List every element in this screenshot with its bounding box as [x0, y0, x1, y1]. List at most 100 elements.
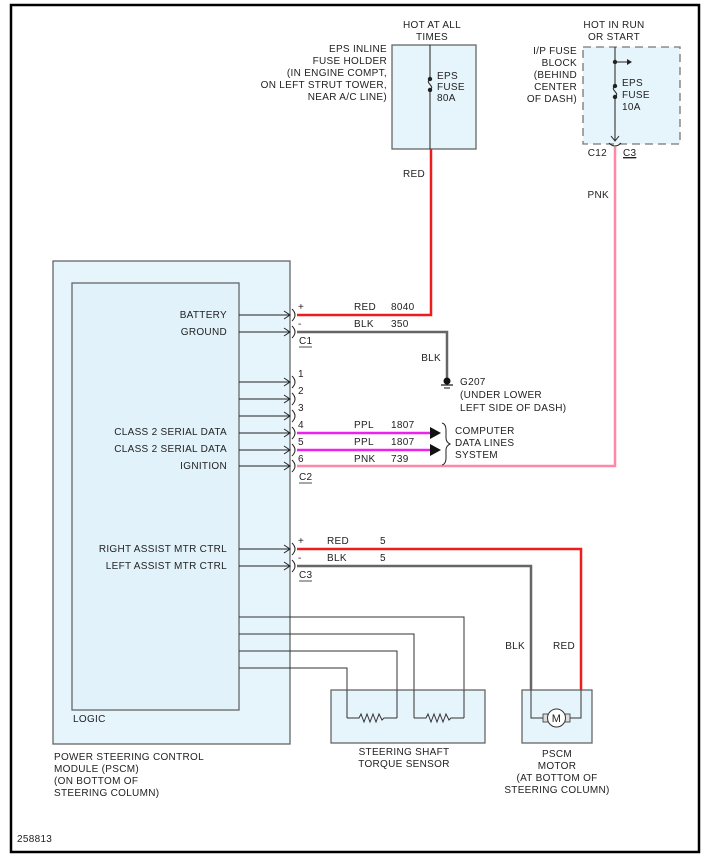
- connector-terminal-icon: [291, 459, 296, 473]
- c3-circuit-blk: 5: [380, 553, 386, 564]
- pscm-motor: M PSCM MOTOR (AT BOTTOM OF STEERING COLU…: [504, 689, 609, 796]
- fuse-10a-label-2: FUSE: [622, 90, 650, 101]
- connector-terminal-icon: [291, 325, 296, 339]
- connector-terminal-icon: [291, 409, 296, 423]
- hot-in-run-line2: OR START: [588, 32, 640, 43]
- c1-pin-plus: +: [298, 302, 304, 313]
- ip-fuse-location-1: I/P FUSE: [533, 46, 577, 57]
- connector-c3-top-label: C3: [623, 148, 637, 159]
- pin-arrow-icon: [283, 461, 291, 471]
- wire-pnk-739: [297, 147, 617, 468]
- torque-sensor: STEERING SHAFT TORQUE SENSOR: [330, 689, 486, 770]
- connector-c12-c3-icon: [608, 142, 622, 147]
- connector-terminal-icon: [291, 392, 296, 406]
- pscm-logic-box: [71, 282, 240, 711]
- pscm-title-2: MODULE (PSCM): [54, 764, 139, 775]
- c1-circuit-350: 350: [391, 319, 409, 330]
- inline-fuse-location-2: FUSE HOLDER: [313, 56, 387, 67]
- pin-label-left-mtr: LEFT ASSIST MTR CTRL: [106, 561, 227, 572]
- pin-arrow-icon: [283, 327, 291, 337]
- c2-pin-5: 5: [298, 437, 304, 448]
- pin-arrow-icon: [283, 544, 291, 554]
- brace-icon: [441, 422, 452, 466]
- c1-pin-minus: -: [298, 319, 302, 330]
- pin-label-ground: GROUND: [181, 327, 227, 338]
- c2-pin-6: 6: [298, 454, 304, 465]
- c3-color-blk: BLK: [327, 553, 347, 564]
- c2-color-5: PPL: [354, 437, 374, 448]
- connector-brackets: [291, 308, 296, 573]
- connector-c2-label: C2: [299, 472, 313, 483]
- pscm-title-3: (ON BOTTOM OF: [54, 776, 138, 787]
- motor-label-2: MOTOR: [538, 761, 577, 772]
- data-arrow-b-icon: [430, 444, 441, 456]
- wire-label-red-feed: RED: [403, 169, 425, 180]
- ip-fuse-block-box: [582, 46, 681, 145]
- ground-g207: G207 (UNDER LOWER LEFT SIDE OF DASH): [441, 377, 566, 414]
- ip-fuse-location-3: (BEHIND: [534, 70, 577, 81]
- resistor-left-icon: [347, 712, 397, 724]
- c2-circuit-4: 1807: [391, 420, 415, 431]
- wire-label-blk-motor: BLK: [505, 641, 525, 652]
- c2-pin-2: 2: [298, 386, 304, 397]
- pin-label-class2-b: CLASS 2 SERIAL DATA: [114, 444, 227, 455]
- motor-icon: [547, 708, 566, 728]
- wire-label-blk-ground: BLK: [421, 353, 441, 364]
- hot-in-run-line1: HOT IN RUN: [583, 20, 644, 31]
- pin-arrow-icon: [283, 445, 291, 455]
- fuse-80a-label-3: 80A: [437, 93, 456, 104]
- wire-red-5: [297, 547, 583, 690]
- ground-icon: [443, 377, 451, 385]
- connector-c1-rows: + RED 8040 - BLK 350 C1: [298, 302, 414, 348]
- connector-c12-label: C12: [588, 148, 607, 159]
- inline-fuse-holder-box: [391, 44, 477, 150]
- ip-fuse-location-4: CENTER: [534, 82, 577, 93]
- c3-pin-plus: +: [298, 536, 304, 547]
- pin-arrow-icon: [283, 377, 291, 387]
- wire-blk-5: [297, 564, 533, 690]
- ground-name: G207: [460, 377, 486, 388]
- pin-arrow-icon: [283, 310, 291, 320]
- figure-id: 258813: [17, 834, 52, 845]
- ground-location-1: (UNDER LOWER: [460, 390, 542, 401]
- pin-label-class2-a: CLASS 2 SERIAL DATA: [114, 427, 227, 438]
- c2-pin-3: 3: [298, 403, 304, 414]
- c3-circuit-red: 5: [380, 536, 386, 547]
- c1-color-red: RED: [354, 302, 376, 313]
- pin-arrow-icon: [283, 561, 291, 571]
- pin-arrow-icon: [283, 428, 291, 438]
- logic-label: LOGIC: [73, 714, 106, 725]
- pin-stubs: [239, 310, 291, 571]
- inline-fuse-location-3: (IN ENGINE COMPT,: [287, 68, 387, 79]
- motor-label-4: STEERING COLUMN): [504, 785, 609, 796]
- pin-label-right-mtr: RIGHT ASSIST MTR CTRL: [99, 544, 227, 555]
- data-arrow-a-icon: [430, 427, 441, 439]
- pin-label-ignition: IGNITION: [180, 461, 227, 472]
- page-frame: [9, 3, 701, 854]
- fuse-10a-label-3: 10A: [622, 102, 641, 113]
- c3-pin-minus: -: [298, 553, 302, 564]
- connector-terminal-icon: [291, 375, 296, 389]
- ip-fuse-location-5: OF DASH): [527, 94, 577, 105]
- pscm-title-1: POWER STEERING CONTROL: [54, 752, 204, 763]
- ground-location-2: LEFT SIDE OF DASH): [460, 403, 566, 414]
- wire-label-pnk-feed: PNK: [588, 190, 609, 201]
- connector-c1-label: C1: [299, 336, 313, 347]
- fuse-10a-label-1: EPS: [622, 78, 643, 89]
- motor-label-3: (AT BOTTOM OF: [516, 773, 597, 784]
- resistor-right-icon: [414, 712, 464, 724]
- data-lines-1: COMPUTER: [455, 426, 515, 437]
- wire-red-8040: [297, 149, 433, 317]
- connector-terminal-icon: [291, 443, 296, 457]
- pscm-module: LOGIC BATTERY GROUND CLASS 2 SERIAL DATA…: [52, 260, 291, 799]
- data-lines-3: SYSTEM: [455, 450, 498, 461]
- connector-c3-rows: + RED 5 - BLK 5 C3: [298, 536, 386, 582]
- inline-fuse-location-1: EPS INLINE: [329, 44, 387, 55]
- fuse-80a-label-1: EPS: [437, 71, 458, 82]
- connector-terminal-icon: [291, 559, 296, 573]
- pin-label-battery: BATTERY: [180, 310, 227, 321]
- c2-circuit-6: 739: [391, 454, 409, 465]
- data-lines-2: DATA LINES: [455, 438, 514, 449]
- pin-arrow-icon: [283, 394, 291, 404]
